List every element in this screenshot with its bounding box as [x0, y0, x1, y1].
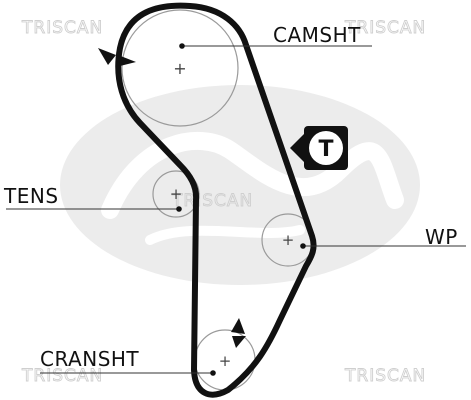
rotation-arrow-icon — [231, 318, 246, 348]
camshaft-pulley-center-mark: + — [173, 59, 186, 78]
camshaft-leader — [179, 43, 372, 49]
tensioner-pulley — [152, 170, 200, 218]
watermark-text: TRISCAN — [21, 366, 103, 386]
rotation-arrow-icon — [98, 48, 136, 66]
camshaft-pulley — [121, 9, 239, 127]
watermark-text: TRISCAN — [171, 191, 253, 211]
crankshaft-label: CRANSHT — [40, 347, 139, 371]
crankshaft-pulley-center-mark: + — [219, 352, 232, 370]
tension-badge-icon: T — [290, 126, 348, 170]
tensioner-leader — [6, 206, 182, 212]
crankshaft-leader — [40, 370, 216, 376]
tensioner-pulley-center-mark: + — [170, 185, 183, 203]
water-pump-leader — [300, 243, 466, 249]
tensioner-label: TENS — [3, 184, 59, 208]
water-pump-pulley-center-mark: + — [282, 231, 295, 249]
tension-badge-label: T — [318, 137, 333, 162]
timing-belt — [115, 2, 317, 398]
watermark-logo — [60, 85, 420, 285]
watermark-text: TRISCAN — [344, 366, 426, 386]
watermark-text: TRISCAN — [344, 18, 426, 38]
water-pump-label: WP — [425, 225, 458, 249]
watermark-logo-script-2 — [145, 225, 305, 245]
watermark-text: TRISCAN — [21, 18, 103, 38]
camshaft-label: CAMSHT — [273, 23, 361, 47]
